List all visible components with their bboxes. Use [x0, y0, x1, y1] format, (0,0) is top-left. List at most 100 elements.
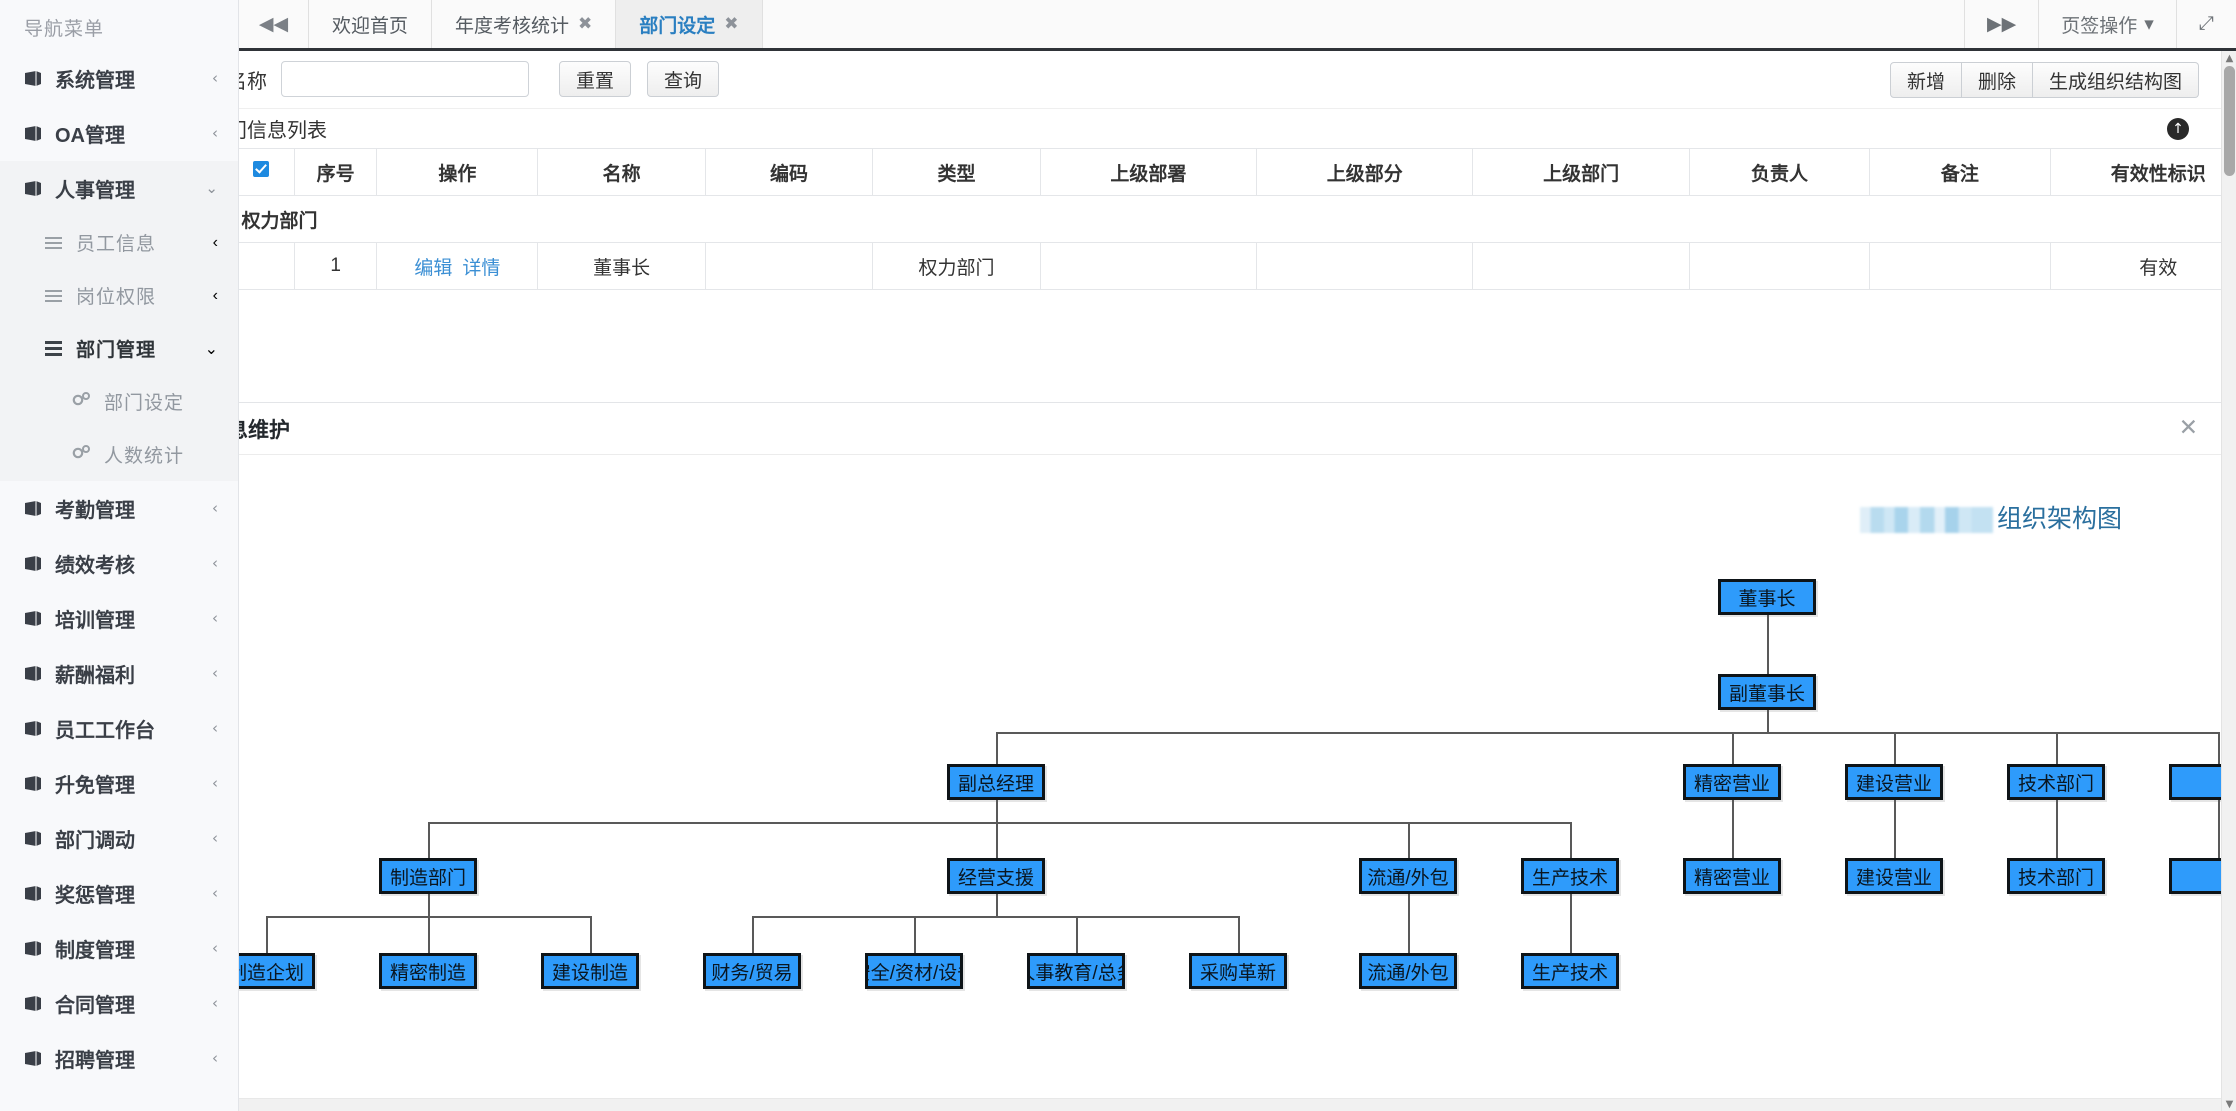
generate-org-chart-button[interactable]: 生成组织结构图	[2032, 62, 2199, 98]
reset-button[interactable]: 重置	[559, 61, 632, 97]
org-node[interactable]: 精密营业	[1683, 764, 1781, 800]
select-all-header[interactable]	[239, 148, 295, 196]
scroll-top-icon[interactable]: ↑	[2167, 117, 2189, 140]
sidebar: 导航菜单 系统管理 ‹ OA管理 ‹ 人事管理 ⌄	[0, 0, 239, 1111]
org-node[interactable]: 建设营业	[1845, 764, 1943, 800]
sidebar-subitem-position-permission[interactable]: 岗位权限 ‹	[0, 269, 238, 322]
org-node[interactable]: 技术部门	[2007, 764, 2105, 800]
org-node[interactable]: 流通/外包	[1359, 858, 1457, 894]
sidebar-item-system-management[interactable]: 系统管理 ‹	[0, 51, 238, 106]
list-icon	[45, 287, 62, 305]
page-operations-dropdown[interactable]: 页签操作 ▾	[2038, 0, 2176, 48]
column-header[interactable]: 操作	[376, 148, 539, 196]
column-header[interactable]: 上级部分	[1256, 148, 1474, 196]
close-icon[interactable]: ✖	[724, 14, 739, 33]
org-node[interactable]: 生产技术	[1521, 953, 1619, 989]
close-icon[interactable]: ✖	[578, 14, 593, 33]
sidebar-item-14[interactable]: 招聘管理‹	[0, 1031, 238, 1086]
org-node[interactable]: 流通/外包	[1359, 953, 1457, 989]
sidebar-leaf-headcount-statistics[interactable]: 人数统计	[0, 428, 238, 481]
scroll-up-arrow-icon[interactable]: ▲	[2225, 52, 2234, 64]
redacted-company-name	[1859, 507, 1993, 533]
row-parent-dept	[1472, 242, 1690, 290]
sidebar-item-6[interactable]: 培训管理‹	[0, 591, 238, 646]
row-parent-deploy	[1039, 242, 1258, 290]
column-header[interactable]: 编码	[704, 148, 874, 196]
sidebar-item-9[interactable]: 升免管理‹	[0, 756, 238, 811]
org-node[interactable]: 生产技术	[1521, 858, 1619, 894]
org-node[interactable]: 副总经理	[947, 764, 1045, 800]
org-node[interactable]: 采购革新	[1189, 953, 1287, 989]
org-node[interactable]: 建设营业	[1845, 858, 1943, 894]
horizontal-scrollbar[interactable]	[239, 1098, 2221, 1111]
org-node[interactable]: 制造部门	[379, 858, 477, 894]
tab-label: 部门设定	[639, 15, 716, 37]
column-header[interactable]: 序号	[293, 148, 378, 196]
column-header[interactable]: 上级部门	[1472, 148, 1690, 196]
sidebar-subitem-label: 部门管理	[76, 340, 157, 361]
checkbox-icon[interactable]	[252, 161, 269, 177]
sidebar-item-8[interactable]: 员工工作台‹	[0, 701, 238, 756]
org-node[interactable]: 人事教育/总务	[1027, 953, 1125, 989]
sidebar-item-4[interactable]: 考勤管理‹	[0, 481, 238, 536]
sidebar-item-10[interactable]: 部门调动‹	[0, 811, 238, 866]
chevron-right-icon: ‹	[212, 994, 218, 1012]
sidebar-item-11[interactable]: 奖惩管理‹	[0, 866, 238, 921]
tab-welcome-home[interactable]: 欢迎首页	[309, 0, 433, 48]
sidebar-leaf-department-setting[interactable]: 部门设定	[0, 375, 238, 428]
search-button[interactable]: 查询	[647, 61, 720, 97]
scroll-down-arrow-icon[interactable]: ▼	[2225, 1098, 2234, 1110]
org-node[interactable]: 精密营业	[1683, 858, 1781, 894]
table-row[interactable]: 1 编辑详情 董事长 权力部门 有效	[239, 242, 2236, 290]
column-header[interactable]: 备注	[1869, 148, 2051, 196]
sidebar-item-label: OA管理	[55, 125, 125, 147]
tab-department-setting[interactable]: 部门设定 ✖	[616, 0, 763, 48]
org-chart-canvas[interactable]: 组织架构图 董事长副董事长副总经理精密营业建设营业技术部门制造部门经营支援流通/…	[239, 455, 2236, 1110]
org-node[interactable]: 安全/资材/设备	[865, 953, 963, 989]
org-node[interactable]: 经营支援	[947, 858, 1045, 894]
close-icon[interactable]: ✕	[2178, 415, 2198, 441]
sidebar-item-12[interactable]: 制度管理‹	[0, 921, 238, 976]
column-header[interactable]: 有效性标识	[2049, 148, 2236, 196]
add-button[interactable]: 新增	[1889, 62, 1962, 98]
sidebar-item-5[interactable]: 绩效考核‹	[0, 536, 238, 591]
book-icon	[24, 181, 42, 196]
sidebar-item-hr-management[interactable]: 人事管理 ⌄	[0, 161, 238, 216]
tab-annual-review-statistics[interactable]: 年度考核统计 ✖	[432, 0, 617, 48]
row-parent-part	[1256, 242, 1474, 290]
fullscreen-icon[interactable]: ⤢	[2175, 0, 2236, 48]
org-node[interactable]: 董事长	[1718, 579, 1816, 615]
org-node[interactable]: 副董事长	[1718, 674, 1816, 710]
column-header[interactable]: 负责人	[1688, 148, 1871, 196]
org-chart-title-suffix: 组织架构图	[1996, 505, 2122, 533]
org-node[interactable]: 建设制造	[541, 953, 639, 989]
row-checkbox-cell[interactable]	[239, 242, 295, 290]
org-edge	[428, 822, 430, 858]
chevron-right-icon: ‹	[212, 939, 218, 957]
edit-link[interactable]: 编辑	[414, 257, 453, 279]
tabs-scroll-right-button[interactable]: ▶▶	[1964, 0, 2038, 48]
list-title-row: 门信息列表 ↑	[239, 108, 2236, 148]
sidebar-item-oa-management[interactable]: OA管理 ‹	[0, 106, 238, 161]
column-header[interactable]: 名称	[537, 148, 706, 196]
vertical-scrollbar[interactable]: ▲ ▼	[2221, 51, 2236, 1111]
sidebar-item-7[interactable]: 薪酬福利‹	[0, 646, 238, 701]
column-header[interactable]: 类型	[872, 148, 1041, 196]
org-node[interactable]: 精密制造	[379, 953, 477, 989]
org-node[interactable]: 财务/贸易	[703, 953, 801, 989]
detail-link[interactable]: 详情	[462, 257, 501, 279]
tabs-scroll-left-button[interactable]: ◀◀	[239, 0, 309, 48]
sidebar-item-13[interactable]: 合同管理‹	[0, 976, 238, 1031]
vertical-scrollbar-thumb[interactable]	[2224, 66, 2235, 176]
org-node[interactable]: 技术部门	[2007, 858, 2105, 894]
chevron-right-icon: ‹	[212, 664, 218, 682]
delete-button[interactable]: 删除	[1961, 62, 2033, 98]
sidebar-subitem-employee-info[interactable]: 员工信息 ‹	[0, 216, 238, 269]
org-edge	[996, 894, 998, 916]
sidebar-subitem-department-management[interactable]: 部门管理 ⌄	[0, 322, 238, 375]
row-remark	[1869, 242, 2051, 290]
search-input[interactable]	[282, 62, 528, 96]
column-header[interactable]: 上级部署	[1039, 148, 1258, 196]
org-node[interactable]: 制造企划	[239, 953, 315, 989]
query-name-input[interactable]	[281, 61, 529, 97]
